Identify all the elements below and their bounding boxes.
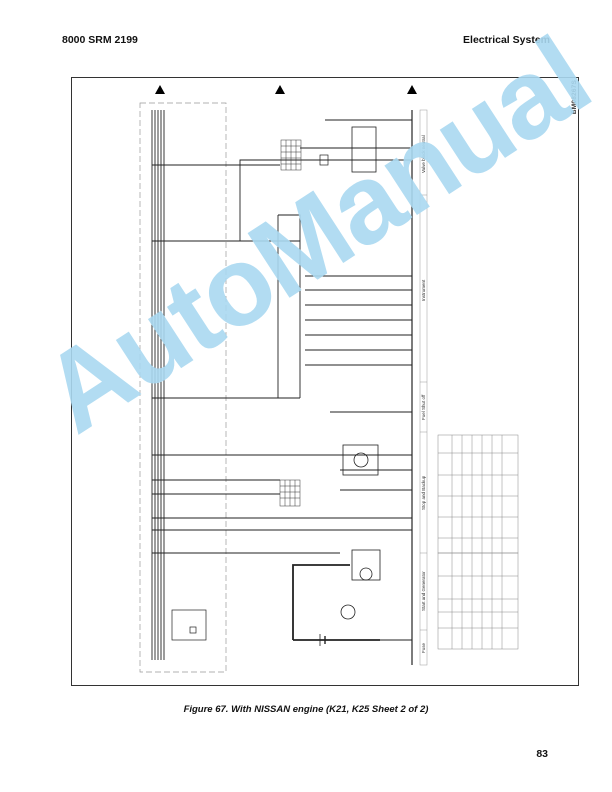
section-label-instrument: Instrument [421,279,426,301]
document-code: 8000 SRM 2199 [62,34,138,46]
section-label-fuel-shut-off: Fuel Shut off [421,394,426,420]
section-label-valve-block-neutral: Valve block neutral [421,135,426,173]
section-label-start-and-generator: Start and Generator [421,571,426,612]
page-number: 83 [536,748,548,760]
figure-caption: Figure 67. With NISSAN engine (K21, K25 … [183,704,429,715]
section-title: Electrical System [463,34,550,46]
continuation-marker-icon [155,85,165,94]
section-label-stop-and-backup: Stop and Backup [421,475,426,510]
section-label-fuse: Fuse [421,643,426,654]
continuation-marker-icon [275,85,285,94]
diagram-frame [71,77,579,686]
continuation-marker-icon [407,85,417,94]
